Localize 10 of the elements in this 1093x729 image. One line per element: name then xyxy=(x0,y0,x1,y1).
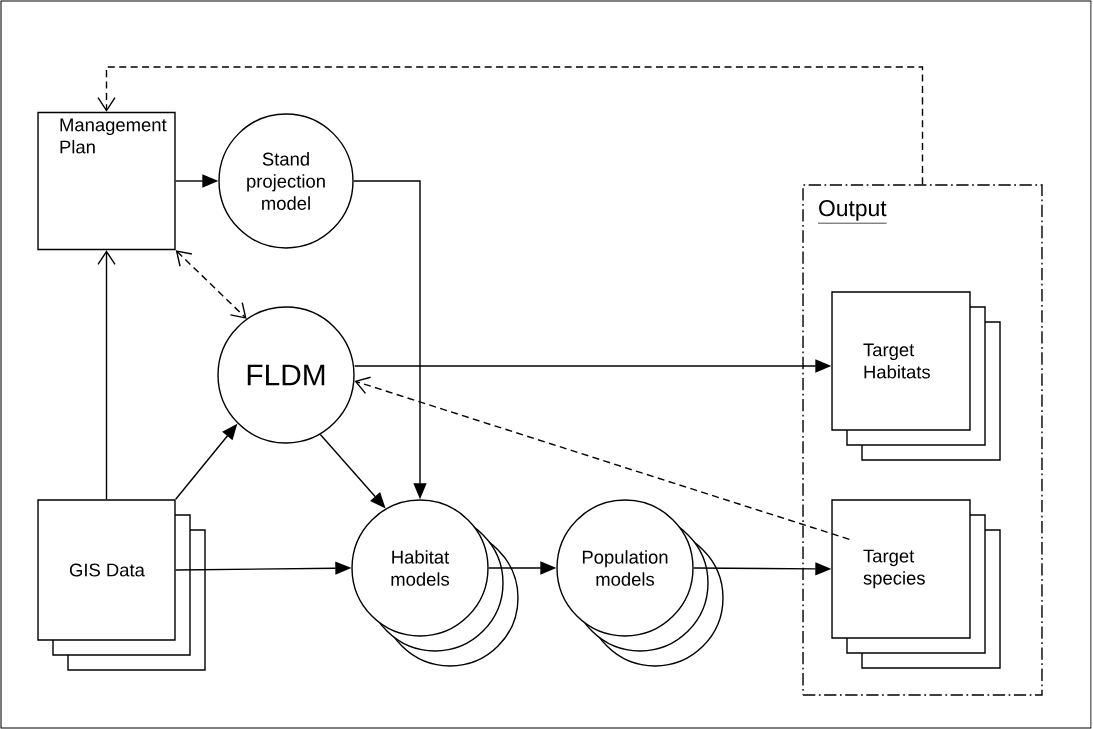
document-stack: Target species xyxy=(831,499,1001,669)
process-box: Management Plan xyxy=(37,111,176,251)
arrow xyxy=(97,66,924,186)
arrow xyxy=(97,250,116,500)
document-stack: Target Habitats xyxy=(831,291,1001,461)
arrow xyxy=(175,250,247,319)
arrow xyxy=(354,376,851,540)
circle-stack: Habitat models xyxy=(351,499,519,667)
circle-stack: Population models xyxy=(556,499,724,667)
document-stack: GIS Data xyxy=(37,499,206,671)
